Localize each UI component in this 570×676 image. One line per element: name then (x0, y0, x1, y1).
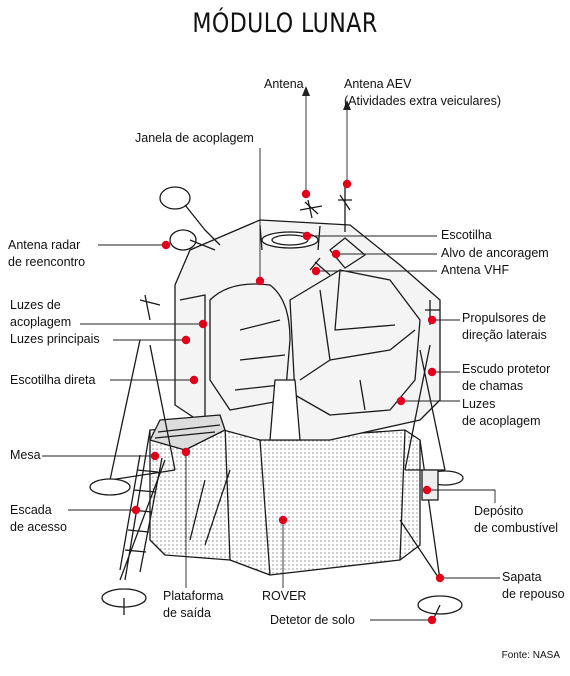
label-alvo-ancoragem: Alvo de ancoragem (441, 246, 549, 260)
marker-antena (301, 189, 311, 199)
label-luzes-principais: Luzes principais (10, 332, 100, 346)
marker-radar (161, 240, 171, 250)
label-plataforma: Plataforma de saída (163, 589, 224, 620)
label-luzes-acoplagem-right: Luzes de acoplagem (462, 397, 541, 428)
label-sapata: Sapata de repouso (502, 570, 565, 601)
label-antena-radar: Antena radar de reencontro (8, 238, 86, 269)
marker-luzes-principais (181, 335, 191, 345)
red-markers (131, 179, 445, 625)
label-escudo: Escudo protetor de chamas (462, 362, 551, 393)
marker-antena-aev (342, 179, 352, 189)
marker-escada (131, 505, 141, 515)
label-escotilha-direta: Escotilha direta (10, 373, 96, 387)
label-antena-aev: Antena AEV (Atividades extra veiculares) (344, 77, 502, 108)
lunar-module-drawing (89, 185, 464, 623)
label-janela-acoplagem: Janela de acoplagem (135, 131, 254, 145)
label-propulsores: Propulsores de direção laterais (462, 311, 547, 342)
label-rover: ROVER (262, 589, 307, 603)
marker-sapata (435, 573, 445, 583)
source-note: Fonte: NASA (501, 650, 560, 661)
label-escada: Escada de acesso (10, 503, 67, 534)
marker-alvo (331, 249, 341, 259)
marker-deposito (422, 485, 432, 495)
marker-rover (278, 515, 288, 525)
arrow-antena (302, 86, 310, 96)
arrow-antena-aev (343, 100, 351, 110)
marker-escotilha (302, 231, 312, 241)
diagram-title: MÓDULO LUNAR (192, 8, 378, 39)
marker-vhf (311, 266, 321, 276)
label-deposito: Depósito de combustível (474, 504, 559, 535)
label-mesa: Mesa (10, 448, 41, 462)
label-antena: Antena (264, 77, 304, 91)
label-escotilha: Escotilha (441, 228, 492, 242)
marker-mesa (150, 451, 160, 461)
leader-lines (42, 94, 500, 621)
marker-escotilha-direta (189, 375, 199, 385)
marker-luzes-acop-right (396, 396, 406, 406)
label-detetor: Detetor de solo (270, 613, 355, 627)
marker-luzes-acop-left (198, 319, 208, 329)
label-antena-vhf: Antena VHF (441, 263, 510, 277)
marker-plataforma (181, 447, 191, 457)
label-luzes-acoplagem-left: Luzes de acoplagem (10, 298, 72, 329)
marker-janela (255, 276, 265, 286)
marker-detetor (427, 615, 437, 625)
marker-escudo (427, 367, 437, 377)
marker-propulsores (427, 315, 437, 325)
